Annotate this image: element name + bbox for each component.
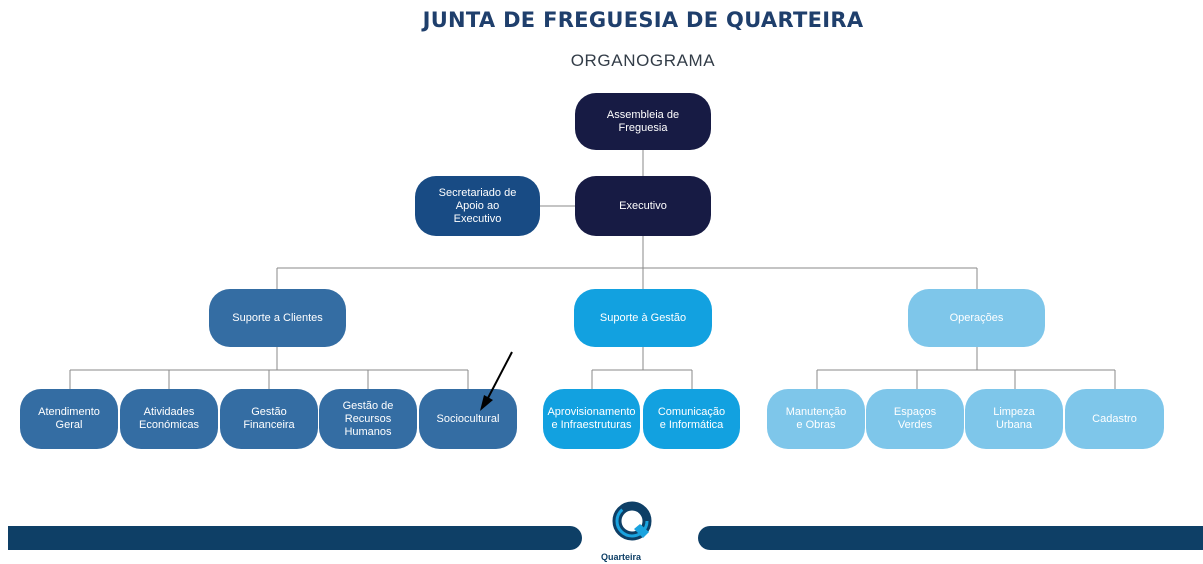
node-manutencao-obras[interactable]: Manutenção e Obras (767, 389, 865, 449)
node-gestao-financeira[interactable]: Gestão Financeira (220, 389, 318, 449)
node-limpeza-urbana[interactable]: Limpeza Urbana (965, 389, 1063, 449)
node-sociocultural[interactable]: Sociocultural (419, 389, 517, 449)
footer-band-left (8, 526, 582, 550)
node-gestao-recursos-humanos[interactable]: Gestão de Recursos Humanos (319, 389, 417, 449)
page-title: JUNTA DE FREGUESIA DE QUARTEIRA (422, 8, 864, 32)
node-suporte-a-clientes[interactable]: Suporte a Clientes (209, 289, 346, 347)
quarteira-q-logo-icon (612, 501, 652, 541)
node-executivo[interactable]: Executivo (575, 176, 711, 236)
node-cadastro[interactable]: Cadastro (1065, 389, 1164, 449)
node-suporte-a-gestao[interactable]: Suporte à Gestão (574, 289, 712, 347)
node-atendimento-geral[interactable]: Atendimento Geral (20, 389, 118, 449)
node-atividades-economicas[interactable]: Atividades Económicas (120, 389, 218, 449)
node-aprovisionamento-infraestruturas[interactable]: Aprovisionamento e Infraestruturas (543, 389, 640, 449)
node-espacos-verdes[interactable]: Espaços Verdes (866, 389, 964, 449)
footer-band-right (698, 526, 1203, 550)
node-operacoes[interactable]: Operações (908, 289, 1045, 347)
page-subtitle: ORGANOGRAMA (570, 51, 716, 70)
node-assembleia-de-freguesia[interactable]: Assembleia de Freguesia (575, 93, 711, 150)
node-secretariado-apoio-executivo[interactable]: Secretariado de Apoio ao Executivo (415, 176, 540, 236)
footer-logo-text: Quarteira (600, 552, 642, 562)
node-comunicacao-informatica[interactable]: Comunicação e Informática (643, 389, 740, 449)
